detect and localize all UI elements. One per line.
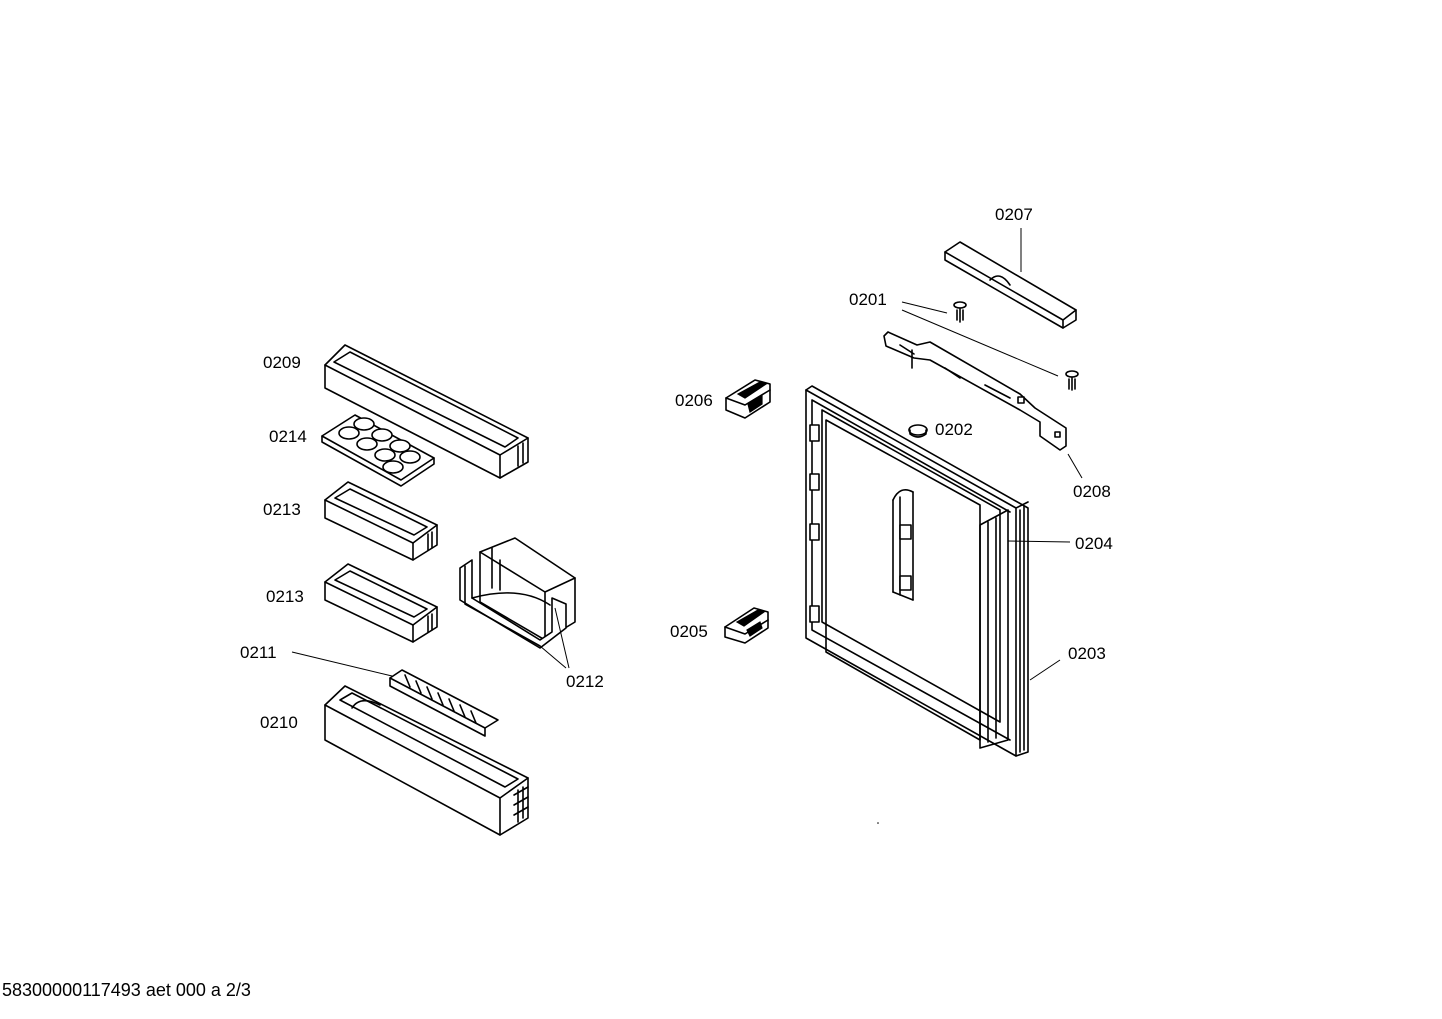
label-0209: 0209 [263,353,301,372]
part-0213-door-shelf-lower [324,563,438,643]
part-0211-grille-insert [389,669,499,737]
stray-dot [877,822,879,824]
label-0212: 0212 [566,672,604,691]
label-0203: 0203 [1068,644,1106,663]
document-reference-footer: 58300000117493 aet 000 a 2/3 [2,980,251,1000]
part-0207-trim-strip [944,241,1077,329]
label-0211: 0211 [240,643,277,662]
part-0214-egg-tray [321,414,435,487]
part-0208-mounting-bracket [883,331,1067,451]
label-0202: 0202 [935,420,973,439]
part-0205-hinge-lower [724,607,769,644]
part-0206-hinge-upper [725,379,771,419]
part-0209-door-shelf [324,344,529,479]
part-0204-door-gasket [809,419,981,741]
part-0212-dairy-compartment [459,537,576,649]
part-0202-knob [908,424,928,438]
label-0210: 0210 [260,713,298,732]
label-0213-upper: 0213 [263,500,301,519]
leader-lines [291,228,1083,681]
label-0213-lower: 0213 [266,587,304,606]
label-0205: 0205 [670,622,708,641]
label-0206: 0206 [675,391,713,410]
label-0207: 0207 [995,205,1033,224]
label-0214: 0214 [269,427,307,446]
part-0213-door-shelf-upper [324,481,438,561]
label-0201: 0201 [849,290,887,309]
part-0203-door-panel [805,385,1029,757]
part-number-labels: 0207 0201 0209 0206 0202 0214 0208 0213 … [240,205,1113,732]
label-0204: 0204 [1075,534,1113,553]
part-0210-bottle-shelf [324,685,529,836]
part-0201-screws [953,301,1079,391]
label-0208: 0208 [1073,482,1111,501]
